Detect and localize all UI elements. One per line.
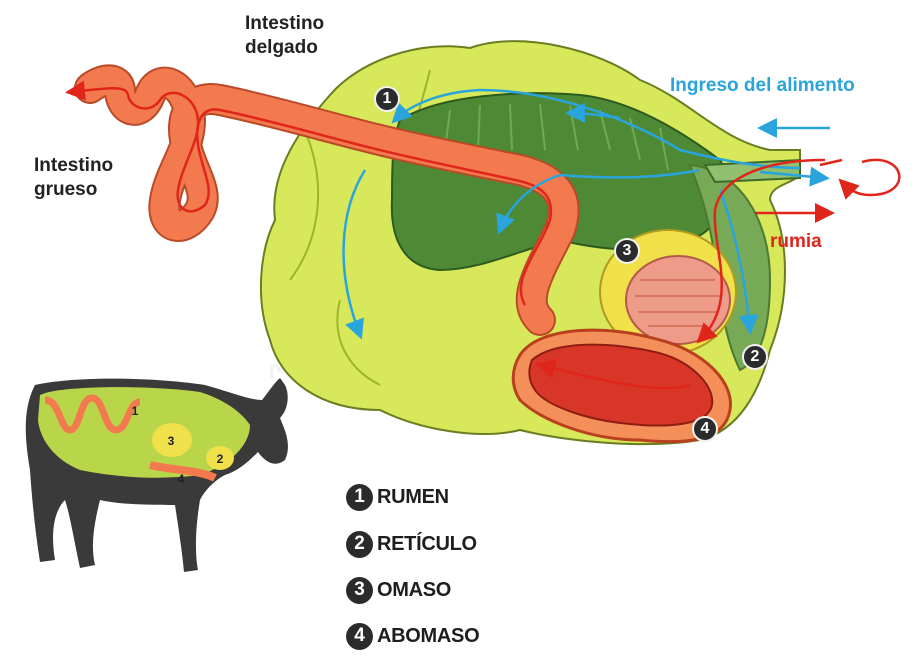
abomaso-badge: 4 xyxy=(692,416,718,442)
legend-label: RETÍCULO xyxy=(377,533,477,556)
omaso-inner xyxy=(626,256,730,344)
cow-rumen-badge: 1 xyxy=(126,402,144,420)
legend-item-abomaso: 4 ABOMASO xyxy=(346,619,479,653)
legend-item-rumen: 1 RUMEN xyxy=(346,480,449,514)
legend-number: 2 xyxy=(346,531,373,558)
legend-label: ABOMASO xyxy=(377,625,479,648)
legend-label: RUMEN xyxy=(377,486,449,509)
large-intestine-label: Intestino grueso xyxy=(34,154,113,202)
food-intake-label: Ingreso del alimento xyxy=(670,74,855,98)
legend-number: 3 xyxy=(346,577,373,604)
legend-item-omaso: 3 OMASO xyxy=(346,573,451,607)
cow-reticulo-badge: 2 xyxy=(211,450,229,468)
legend-item-reticulo: 2 RETÍCULO xyxy=(346,527,477,561)
cow-abomaso-badge: 4 xyxy=(172,470,190,488)
legend-number: 1 xyxy=(346,484,373,511)
legend-number: 4 xyxy=(346,623,373,650)
omaso-badge: 3 xyxy=(614,238,640,264)
reticulo-badge: 2 xyxy=(742,344,768,370)
cow-omaso-badge: 3 xyxy=(162,432,180,450)
legend-label: OMASO xyxy=(377,579,451,602)
rumination-label: rumia xyxy=(770,230,822,254)
cow-illustration xyxy=(26,365,288,572)
small-intestine-label: Intestino delgado xyxy=(245,12,324,60)
rumen-badge: 1 xyxy=(374,86,400,112)
